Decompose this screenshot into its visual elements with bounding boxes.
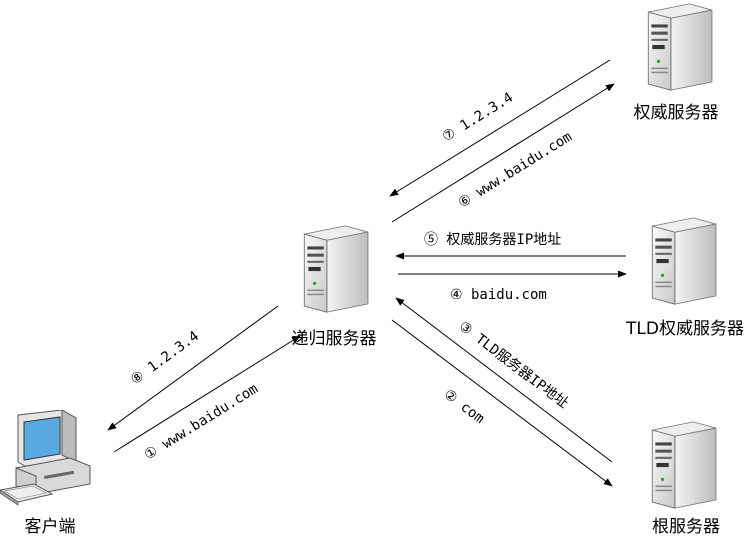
step-2-label: ② com <box>441 386 488 427</box>
server-tower-icon <box>303 225 369 313</box>
arrow-step-3 <box>395 297 613 463</box>
step-4-label: ④ baidu.com <box>450 287 547 303</box>
server-tower-icon <box>651 217 717 305</box>
authoritative-server-label: 权威服务器 <box>634 103 719 123</box>
client-label: 客户端 <box>25 517 76 537</box>
step-5-label: ⑤ 权威服务器IP地址 <box>424 232 561 248</box>
server-tower-icon <box>651 421 717 509</box>
recursive-server-label: 递归服务器 <box>292 329 377 349</box>
step-6-label: ⑥ www.baidu.com <box>456 129 575 212</box>
server-tower-icon <box>647 3 713 91</box>
step-3-label: ③ TLD服务器IP地址 <box>456 318 572 411</box>
step-1-label: ① www.baidu.com <box>142 381 261 464</box>
arrow-step-8 <box>107 305 279 431</box>
desktop-computer-icon <box>0 410 91 506</box>
root-server-label: 根服务器 <box>652 517 720 537</box>
arrow-step-6 <box>391 83 615 223</box>
step-8-label: ⑧ 1.2.3.4 <box>128 328 202 388</box>
tld-server-label: TLD权威服务器 <box>625 319 744 339</box>
step-7-label: ⑦ 1.2.3.4 <box>440 90 516 146</box>
arrow-step-2 <box>391 319 613 487</box>
arrow-step-7 <box>389 59 611 197</box>
arrow-step-1 <box>113 335 301 453</box>
